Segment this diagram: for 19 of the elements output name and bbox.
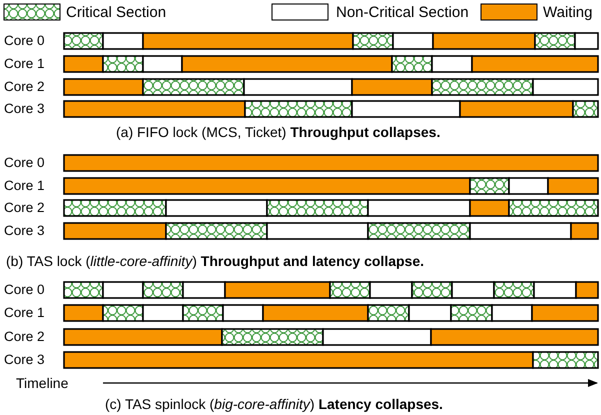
panel-caption: (b) TAS lock (little-core-affinity) Throughput and latency collapse. — [6, 254, 424, 268]
panel-caption: (c) TAS spinlock (big-core-affinity) Latency collapses. — [105, 397, 443, 411]
row-label: Core 3 — [4, 224, 45, 238]
axis-label: Timeline — [16, 376, 68, 390]
row-label: Core 3 — [4, 353, 45, 366]
row-label: Core 2 — [4, 330, 45, 344]
row-label: Core 0 — [4, 34, 45, 48]
legend-label: Waiting — [543, 5, 592, 20]
row-label: Core 2 — [4, 201, 45, 214]
row-label: Core 1 — [4, 179, 45, 192]
row-label: Core 2 — [4, 80, 45, 94]
panel-caption: (a) FIFO lock (MCS, Ticket) Throughput collapses. — [116, 125, 440, 139]
legend-label: Critical Section — [66, 5, 166, 20]
row-label: Core 0 — [4, 156, 45, 170]
row-label: Core 3 — [4, 102, 45, 116]
row-label: Core 0 — [4, 283, 45, 296]
legend-label: Non-Critical Section — [336, 5, 469, 20]
row-label: Core 1 — [4, 306, 45, 320]
row-label: Core 1 — [4, 57, 45, 70]
